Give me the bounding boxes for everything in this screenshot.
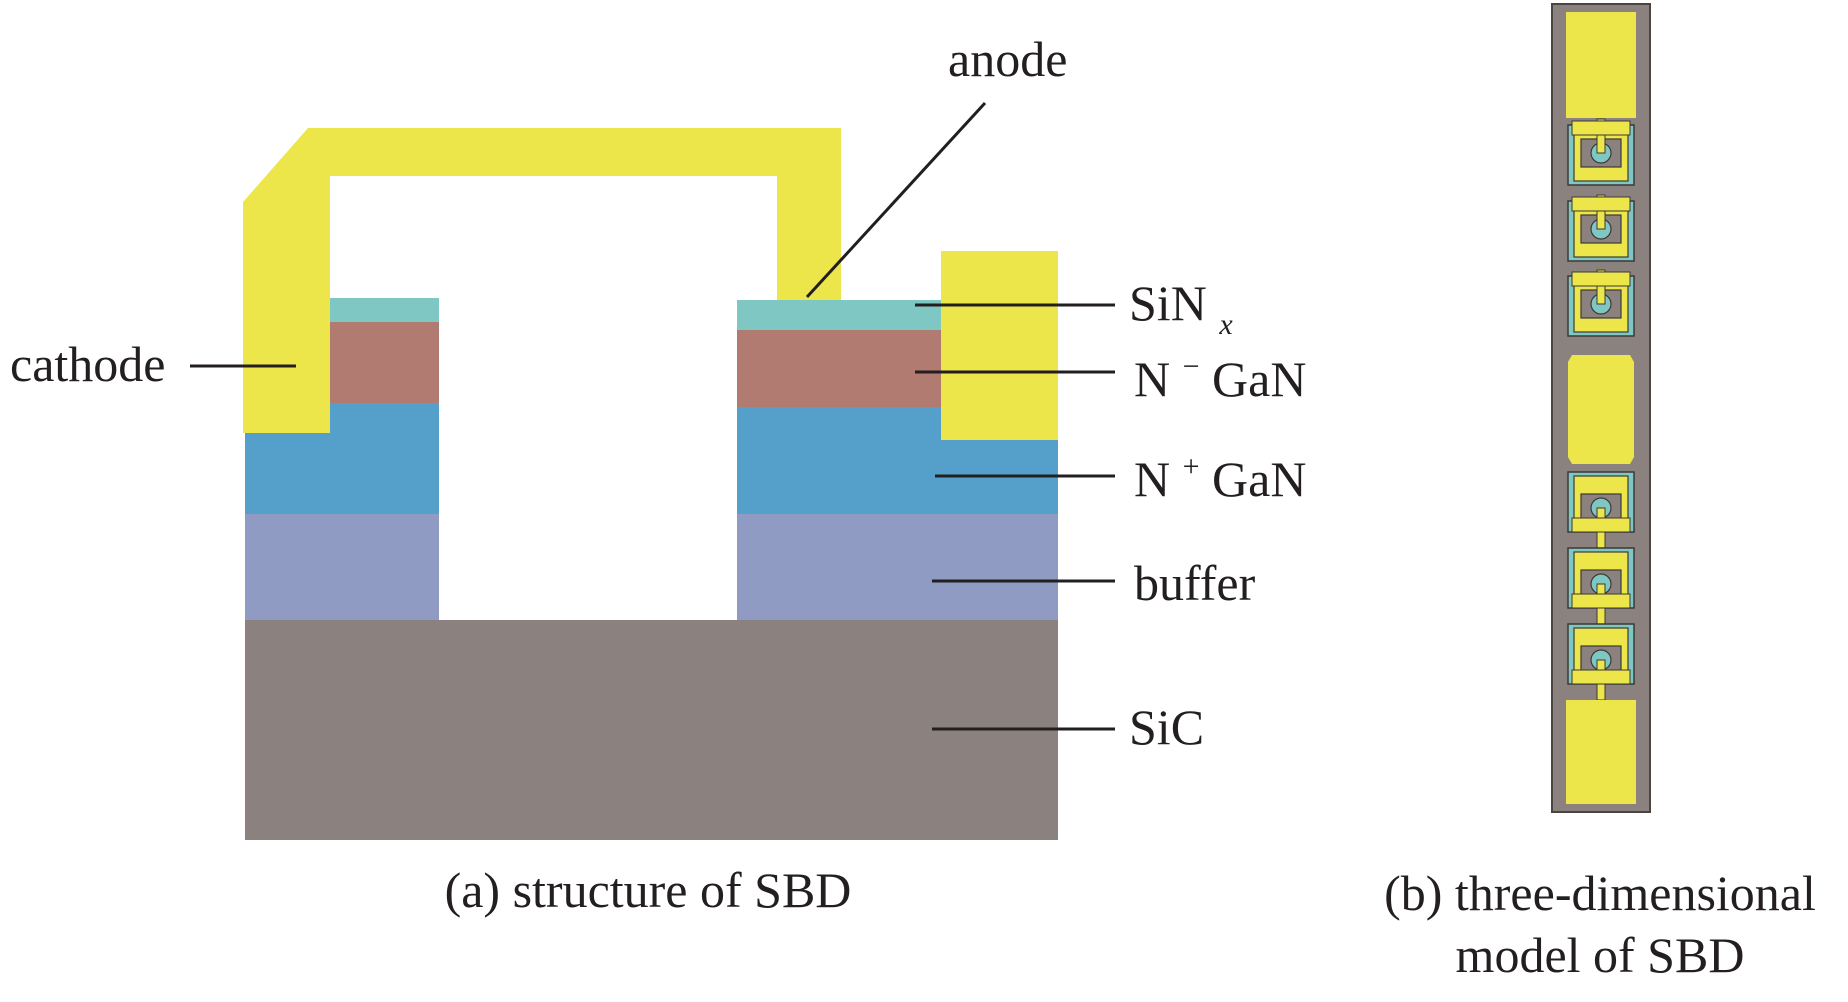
panel-a-caption: (a) structure of SBD: [445, 862, 852, 918]
right-metal-pad: [941, 251, 1058, 440]
cathode-label: cathode: [10, 336, 165, 392]
diode-cell-lower-1: [1567, 471, 1635, 549]
n-minus-gan-layer-left: [330, 322, 439, 403]
cell-anode-finger: [1596, 194, 1606, 230]
n-minus-gan-layer-right: [737, 330, 941, 407]
cell-anode-finger: [1596, 118, 1606, 154]
sinx-label-subscript: x: [1218, 308, 1233, 341]
buffer-layer-right: [737, 514, 1058, 620]
cell-connect-bar: [1571, 593, 1631, 609]
sic-substrate-layer: [245, 620, 1058, 840]
cell-connect-bar: [1571, 517, 1631, 533]
sic-label: SiC: [1129, 699, 1204, 755]
lower-diode-cells: [1567, 471, 1635, 701]
anode-label: anode: [948, 31, 1067, 87]
cell-connect-bar: [1571, 196, 1631, 212]
diode-cell-upper-3: [1567, 269, 1635, 337]
sinx-layer-right: [737, 300, 941, 330]
buffer-layer-left: [245, 514, 439, 620]
panel-a-structure: anode cathode SiN x N − GaN N + GaN buff…: [10, 31, 1306, 918]
diode-cell-lower-2: [1567, 547, 1635, 625]
panel-b-caption-line-1: (b) three-dimensional: [1384, 865, 1816, 921]
n-minus-gan-label-prefix: N: [1134, 351, 1170, 407]
upper-diode-cells: [1567, 118, 1635, 337]
n-plus-gan-label: N + GaN: [1134, 431, 1306, 507]
cathode-anode-metal-bridge: [243, 128, 841, 433]
cell-anode-finger: [1596, 269, 1606, 305]
sinx-layer-left: [330, 298, 439, 322]
sinx-label-base: SiN: [1129, 275, 1207, 331]
diode-cell-lower-3: [1567, 623, 1635, 701]
anode-leader-line: [805, 101, 987, 299]
bottom-metal-strip: [1566, 700, 1636, 804]
top-metal-strip: [1566, 12, 1636, 118]
diode-cell-upper-2: [1567, 194, 1635, 262]
panel-b-caption-line-2: model of SBD: [1456, 927, 1745, 983]
buffer-label: buffer: [1134, 555, 1256, 611]
n-minus-gan-label-superscript: −: [1183, 350, 1200, 383]
sinx-label: SiN x: [1129, 275, 1233, 341]
n-plus-gan-label-prefix: N: [1134, 451, 1170, 507]
n-plus-gan-label-suffix: GaN: [1212, 451, 1306, 507]
diode-cell-upper-1: [1567, 118, 1635, 186]
cell-connect-bar: [1571, 271, 1631, 287]
n-minus-gan-label: N − GaN: [1134, 331, 1306, 407]
n-minus-gan-label-suffix: GaN: [1212, 351, 1306, 407]
cell-connect-bar: [1571, 669, 1631, 685]
panel-b-model: (b) three-dimensional model of SBD: [1384, 3, 1816, 983]
cell-connect-bar: [1571, 120, 1631, 136]
n-plus-gan-label-superscript: +: [1183, 450, 1200, 483]
middle-metal-pad: [1568, 355, 1634, 464]
